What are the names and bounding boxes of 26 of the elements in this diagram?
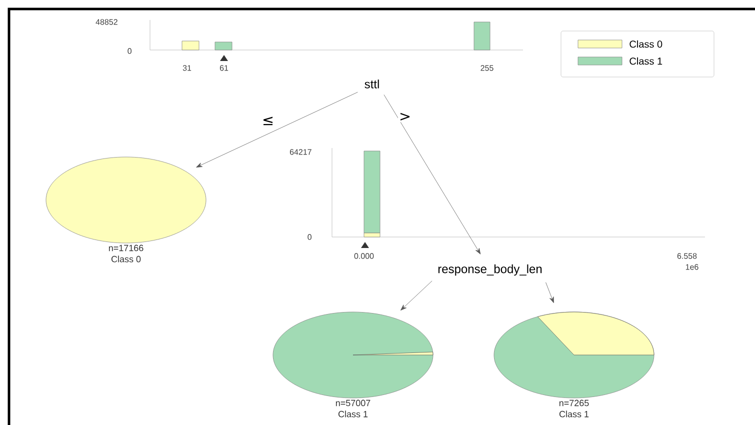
axis-tick-label: 1e6	[686, 264, 698, 270]
split-label: response_body_len	[438, 264, 542, 276]
leaf-caption: Class 1	[559, 410, 589, 418]
leaf-caption: n=17166	[108, 244, 144, 252]
axis-tick-label: 31	[182, 65, 192, 71]
axis-tick-label: 64217	[290, 149, 312, 155]
leaf-caption: n=7265	[559, 400, 589, 406]
axis-tick-label: 61	[220, 65, 228, 71]
axis-tick-label: 0.000	[354, 253, 374, 259]
leaf-caption: n=57007	[336, 400, 370, 406]
arrow	[196, 92, 358, 168]
arrow	[400, 280, 432, 310]
leaf-caption: Class 1	[338, 410, 368, 418]
arrow	[384, 94, 481, 254]
axis-tick-label: 48852	[96, 19, 118, 25]
legend-label: Class 0	[630, 40, 662, 48]
edge-label: ≤	[264, 116, 273, 126]
legend-label: Class 1	[630, 57, 662, 65]
edge-label: >	[400, 112, 410, 121]
split-label: sttl	[364, 80, 379, 88]
axis-tick-label: 0	[128, 48, 132, 54]
arrow	[546, 282, 554, 304]
leaf-caption: Class 0	[111, 256, 141, 262]
axis-tick-label: 6.558	[677, 253, 697, 259]
axis-tick-label: 255	[480, 65, 494, 71]
axis-tick-label: 0	[308, 234, 312, 240]
